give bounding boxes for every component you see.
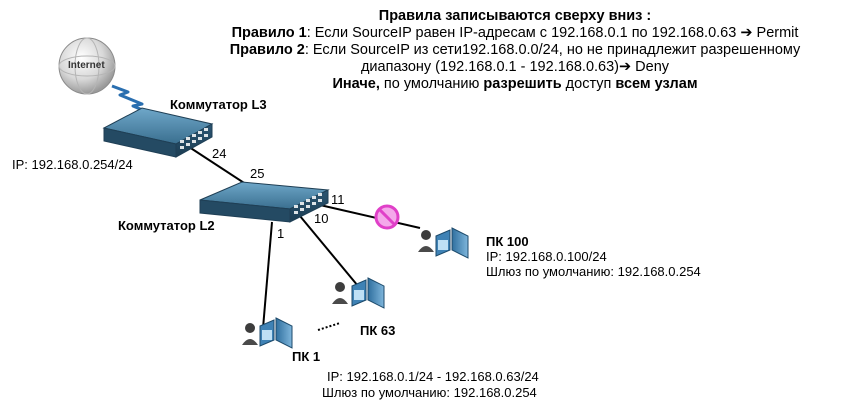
user-icon — [332, 282, 348, 304]
user-icon — [242, 323, 258, 345]
pc63-icon — [332, 277, 385, 309]
rule-default-w4: доступ — [561, 76, 616, 92]
switch-l3-label: Коммутатор L3 — [170, 97, 267, 112]
port-l2-1: 1 — [277, 226, 285, 241]
user-icon — [418, 230, 434, 252]
pc63-label: ПК 63 — [360, 323, 396, 338]
switch-l3-ip: IP: 192.168.0.254/24 — [12, 157, 133, 172]
rule-default: Иначе, по умолчанию разрешить доступ все… — [170, 76, 860, 93]
pc100-ip: IP: 192.168.0.100/24 — [486, 249, 607, 264]
rule-2: Правило 2: Если SourceIP из сети192.168.… — [170, 42, 860, 59]
rule-2-label: Правило 2 — [229, 42, 305, 58]
pc1-label: ПК 1 — [292, 349, 321, 364]
lightning-icon — [111, 84, 153, 116]
rule-2-continued: диапазону (192.168.0.1 - 192.168.0.63)➔ … — [360, 59, 670, 75]
switch-l2-label: Коммутатор L2 — [118, 218, 215, 233]
deny-icon — [374, 204, 400, 230]
pc100-label: ПК 100 — [486, 234, 529, 249]
port-l3-24: 24 — [212, 146, 227, 161]
link-l2-pc1 — [261, 221, 273, 341]
switch-l3-icon — [102, 107, 214, 158]
rule-1-label: Правило 1 — [231, 25, 307, 41]
links — [182, 142, 421, 341]
pc1-icon — [242, 317, 293, 349]
ellipsis-dashes — [317, 322, 341, 331]
rule-default-w2: по умолчанию — [379, 76, 484, 92]
rule-default-w1: Иначе, — [332, 76, 380, 92]
switch-l2-icon — [199, 181, 330, 223]
link-l2-pc63 — [294, 209, 359, 287]
port-l2-11: 11 — [331, 192, 345, 207]
rule-1: Правило 1: Если SourceIP равен IP-адреса… — [170, 25, 860, 42]
rules-heading: Правила записываются сверху вниз : — [378, 8, 652, 24]
internet-globe-icon — [58, 37, 116, 95]
pc100-icon — [418, 227, 469, 259]
port-l2-10: 10 — [314, 211, 329, 226]
range-ip: IP: 192.168.0.1/24 - 192.168.0.63/24 — [327, 369, 539, 384]
rule-default-w3: разрешить — [483, 76, 562, 92]
rule-2-text: : Если SourceIP из сети192.168.0.0/24, н… — [304, 42, 801, 58]
link-l2-pc100 — [319, 204, 421, 229]
internet-label: Internet — [68, 60, 105, 71]
range-gateway: Шлюз по умолчанию: 192.168.0.254 — [322, 385, 537, 400]
rules-block: Правила записываются сверху вниз : Прави… — [170, 8, 860, 93]
rule-default-w5: всем узлам — [615, 76, 698, 92]
rule-1-text: : Если SourceIP равен IP-адресам с 192.1… — [306, 25, 799, 41]
pc100-gateway: Шлюз по умолчанию: 192.168.0.254 — [486, 264, 701, 279]
port-l2-25: 25 — [250, 166, 265, 181]
